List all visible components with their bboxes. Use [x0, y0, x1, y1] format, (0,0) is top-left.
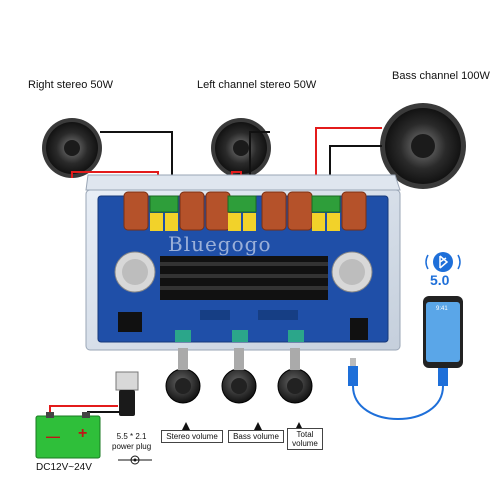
dc-polarity-icon: [118, 456, 152, 464]
speaker-icon: [211, 118, 271, 178]
knob-icon: [278, 369, 312, 403]
speaker-icon: [42, 118, 102, 178]
power-plug-line1: 5.5 * 2.1: [117, 432, 147, 441]
battery-plus: +: [78, 425, 87, 443]
stereo-volume-label: Stereo volume: [161, 430, 223, 443]
heatsink: [160, 256, 328, 300]
watermark: Bluegogo: [168, 232, 272, 256]
battery-minus: —: [46, 428, 60, 444]
total-volume-line1: Total: [297, 430, 314, 439]
knob-icon: [166, 369, 200, 403]
bluetooth-version: 5.0: [430, 272, 449, 288]
bass-volume-label: Bass volume: [228, 430, 284, 443]
bluetooth-icon: [426, 252, 460, 272]
phone-time: 9:41: [436, 306, 448, 312]
voltage-label: DC12V~24V: [36, 462, 92, 473]
power-plug-line2: power plug: [112, 442, 151, 451]
power-plug-label: 5.5 * 2.1 power plug: [112, 432, 151, 452]
power-plug-icon: [50, 372, 138, 418]
knob-icon: [222, 369, 256, 403]
total-volume-label: Total volume: [287, 428, 323, 450]
total-volume-line2: volume: [292, 439, 318, 448]
triangle-pointer-icon: [182, 422, 303, 430]
